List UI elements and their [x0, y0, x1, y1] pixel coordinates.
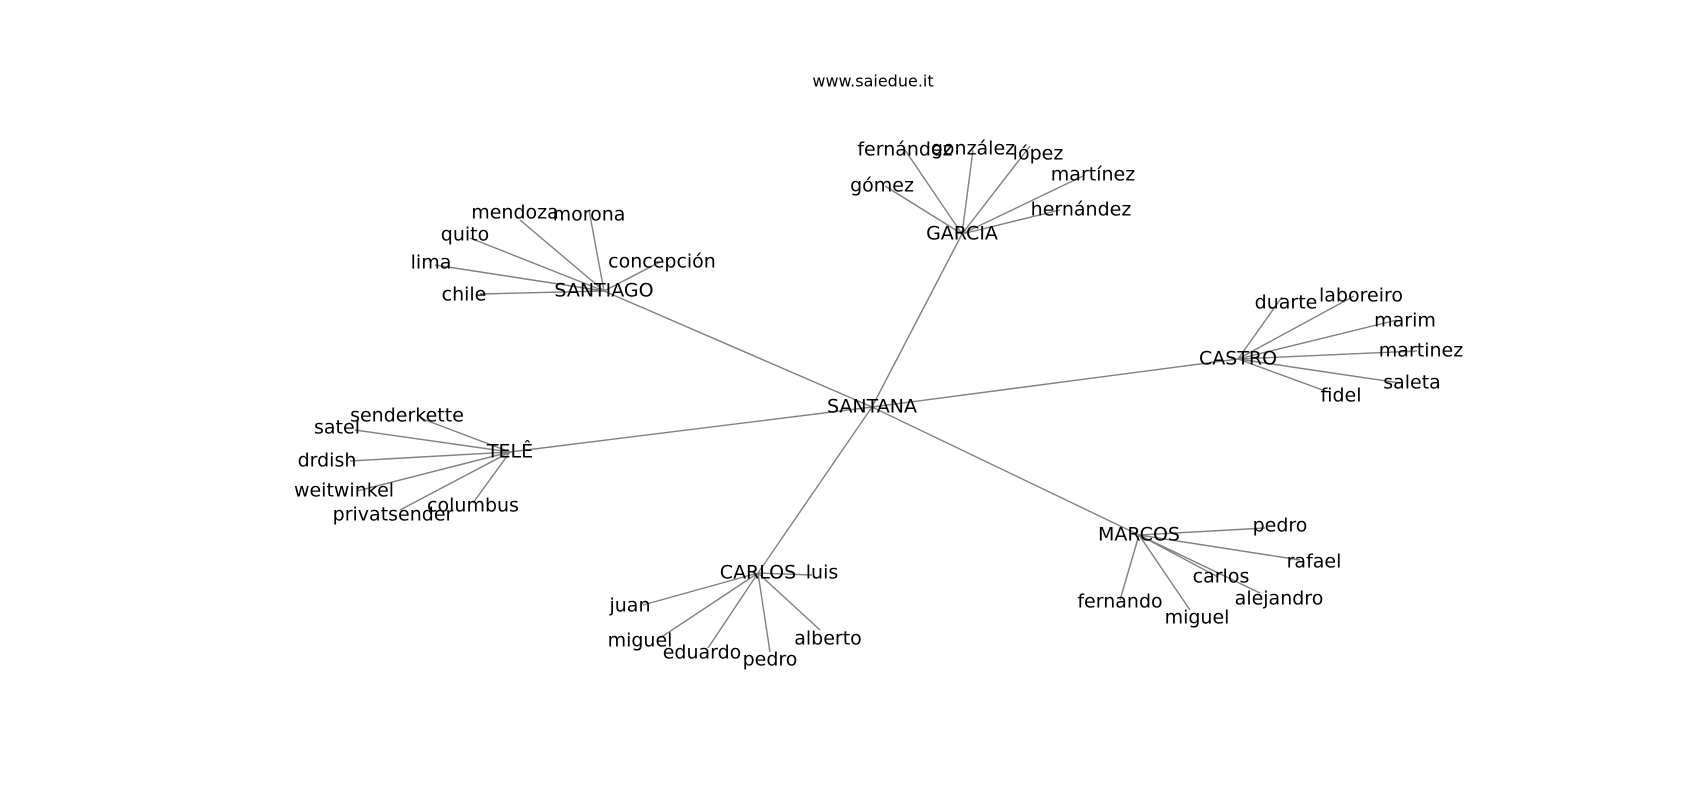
- leaf-node-label: senderkette: [350, 405, 464, 427]
- edge-carlos-leaf: [757, 572, 813, 576]
- leaf-node-label: pedro: [743, 649, 798, 671]
- edge-marcos-leaf: [1138, 534, 1301, 561]
- leaf-node-label: lópez: [1013, 143, 1064, 165]
- edge-marcos-leaf: [1119, 534, 1140, 601]
- hub-node-label: MARCOS: [1098, 524, 1180, 546]
- hub-node-label: CASTRO: [1199, 348, 1277, 370]
- leaf-node-label: carlos: [1193, 566, 1250, 588]
- edge-castro-leaf: [1237, 296, 1283, 360]
- edge-tele-leaf: [399, 451, 511, 511]
- edge-garcia-leaf: [884, 185, 963, 235]
- hub-node-label: TELÊ: [486, 440, 533, 463]
- leaf-node-label: weitwinkel: [294, 480, 394, 502]
- edge-carlos-leaf: [757, 572, 821, 631]
- edge-castro-leaf: [1237, 358, 1401, 384]
- edges-layer: [349, 145, 1418, 653]
- edge-root-santiago: [603, 290, 873, 408]
- leaf-node-label: martínez: [1051, 164, 1135, 186]
- leaf-node-label: miguel: [608, 630, 673, 652]
- edge-root-carlos: [757, 406, 873, 574]
- edge-santiago-leaf: [603, 261, 661, 292]
- leaf-node-label: martinez: [1379, 340, 1463, 362]
- edge-tele-leaf: [419, 417, 511, 453]
- edge-garcia-leaf: [961, 145, 1031, 235]
- edge-garcia-leaf: [961, 174, 1086, 235]
- edge-carlos-leaf: [757, 572, 771, 653]
- hub-node-label: SANTIAGO: [554, 280, 653, 302]
- leaf-node-label: marim: [1374, 310, 1436, 332]
- leaf-node-label: eduardo: [663, 642, 742, 664]
- leaf-node-label: gonzález: [931, 138, 1015, 160]
- edge-root-tele: [509, 406, 873, 453]
- edge-santiago-leaf: [588, 209, 605, 292]
- leaf-node-label: satel: [314, 417, 360, 439]
- labels-layer: www.saiedue.it SANTANA GARCIA fernándezgo…: [294, 72, 1463, 671]
- edge-santiago-leaf: [469, 237, 605, 292]
- edge-tele-leaf: [349, 451, 511, 462]
- edge-santiago-leaf: [434, 264, 605, 292]
- leaf-node-label: fidel: [1321, 385, 1362, 407]
- hub-node-label: CARLOS: [720, 562, 796, 584]
- edge-tele-leaf: [354, 429, 511, 453]
- edge-marcos-leaf: [1138, 527, 1266, 536]
- leaf-node-label: rafael: [1287, 551, 1342, 573]
- leaf-node-label: columbus: [427, 495, 519, 517]
- edge-carlos-leaf: [642, 572, 759, 606]
- edge-garcia-leaf: [961, 149, 974, 235]
- leaf-node-label: privatsender: [333, 504, 454, 526]
- edge-garcia-leaf: [904, 149, 963, 235]
- leaf-node-label: laboreiro: [1319, 285, 1403, 307]
- edge-castro-leaf: [1237, 358, 1329, 393]
- leaf-node-label: gómez: [850, 175, 914, 197]
- leaf-node-label: concepción: [608, 251, 716, 273]
- edge-carlos-leaf: [707, 572, 759, 649]
- edge-santiago-leaf: [479, 290, 605, 295]
- leaf-node-label: miguel: [1165, 607, 1230, 629]
- leaf-node-label: drdish: [298, 450, 357, 472]
- leaf-node-label: duarte: [1255, 292, 1318, 314]
- edge-root-garcia: [871, 233, 963, 408]
- leaf-node-label: lima: [411, 252, 452, 274]
- leaf-node-label: morona: [553, 204, 626, 226]
- leaf-node-label: pedro: [1253, 515, 1308, 537]
- leaf-node-label: hernández: [1031, 199, 1132, 221]
- edge-castro-leaf: [1237, 319, 1398, 360]
- edge-castro-leaf: [1237, 350, 1418, 360]
- edge-root-marcos: [871, 406, 1140, 536]
- leaf-node-label: saleta: [1383, 372, 1441, 394]
- leaf-node-label: juan: [608, 595, 650, 617]
- leaf-node-label: fernández: [857, 139, 952, 161]
- leaf-node-label: alberto: [794, 628, 862, 650]
- edge-tele-leaf: [472, 451, 511, 504]
- edge-root-castro: [871, 358, 1239, 408]
- hub-node-label: GARCIA: [926, 223, 998, 245]
- diagram-title: www.saiedue.it: [812, 72, 933, 91]
- edge-marcos-leaf: [1138, 534, 1261, 594]
- leaf-node-label: alejandro: [1235, 588, 1324, 610]
- leaf-node-label: luis: [806, 562, 839, 584]
- edge-santiago-leaf: [519, 219, 605, 292]
- edge-tele-leaf: [356, 451, 511, 492]
- edge-castro-leaf: [1237, 295, 1355, 360]
- leaf-node-label: mendoza: [471, 202, 559, 224]
- edge-marcos-leaf: [1138, 534, 1191, 611]
- leaf-node-label: chile: [442, 284, 487, 306]
- leaf-node-label: fernando: [1077, 591, 1162, 613]
- edge-garcia-leaf: [961, 209, 1061, 235]
- root-node-label: SANTANA: [827, 396, 917, 418]
- leaf-node-label: quito: [441, 224, 489, 246]
- edge-carlos-leaf: [659, 572, 759, 639]
